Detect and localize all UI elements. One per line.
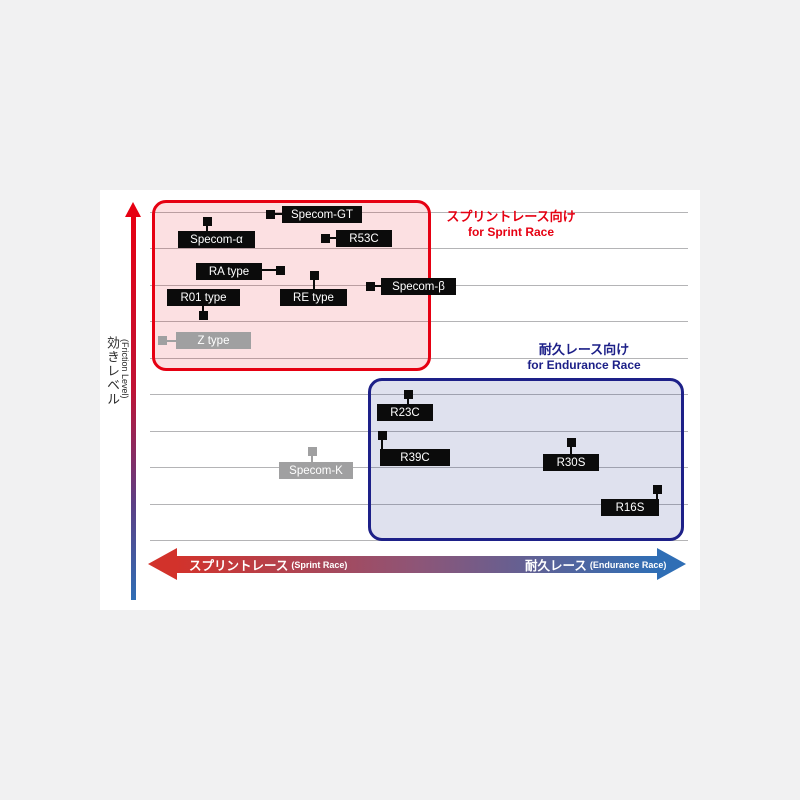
sprint-caption-en: for Sprint Race — [467, 225, 554, 239]
x-axis-sprint-label: スプリントレース (Sprint Race) — [189, 556, 347, 573]
friction-level-arrow-head-icon — [125, 202, 141, 217]
product-label-r16s: R16S — [601, 499, 659, 516]
position-marker — [158, 336, 167, 345]
product-label-re-type: RE type — [280, 289, 347, 306]
gridline — [150, 248, 688, 249]
y-axis-label-en: (Friction Level) — [120, 339, 130, 399]
product-label-specom-: Specom-β — [381, 278, 456, 295]
position-marker — [276, 266, 285, 275]
connector-line — [375, 285, 381, 287]
gridline — [150, 467, 688, 468]
x-axis-endurance-label-en: (Endurance Race) — [589, 559, 667, 570]
position-marker — [310, 271, 319, 280]
connector-line — [656, 494, 658, 499]
position-marker — [199, 311, 208, 320]
product-label-ra-type: RA type — [196, 263, 262, 280]
position-marker — [567, 438, 576, 447]
product-label-r01-type: R01 type — [167, 289, 240, 306]
connector-line — [330, 237, 336, 239]
gridline — [150, 431, 688, 432]
endurance-region-caption: 耐久レース向け for Endurance Race — [495, 342, 673, 373]
position-marker — [321, 234, 330, 243]
connector-line — [202, 306, 204, 311]
endurance-caption-en: for Endurance Race — [527, 358, 641, 372]
x-axis-endurance-label: 耐久レース (Endurance Race) — [525, 556, 666, 573]
position-marker — [266, 210, 275, 219]
product-label-specom-k: Specom-K — [279, 462, 353, 479]
product-label-z-type: Z type — [176, 332, 251, 349]
sprint-caption-jp: スプリントレース向け — [446, 209, 576, 224]
x-axis-endurance-label-jp: 耐久レース — [525, 559, 587, 573]
connector-line — [262, 269, 276, 271]
product-label-r53c: R53C — [336, 230, 392, 247]
position-marker — [203, 217, 212, 226]
position-marker — [378, 431, 387, 440]
connector-line — [570, 447, 572, 454]
connector-line — [311, 456, 313, 462]
connector-line — [206, 226, 208, 231]
gridline — [150, 504, 688, 505]
race-spectrum-arrow — [176, 556, 657, 573]
endurance-caption-jp: 耐久レース向け — [538, 342, 630, 357]
gridline — [150, 321, 688, 322]
x-axis-sprint-label-en: (Sprint Race) — [291, 559, 348, 570]
position-marker — [366, 282, 375, 291]
connector-line — [381, 440, 383, 449]
position-marker — [308, 447, 317, 456]
product-label-r23c: R23C — [377, 404, 433, 421]
connector-line — [275, 213, 282, 215]
endurance-arrowhead-icon — [657, 548, 686, 580]
connector-line — [407, 399, 409, 404]
product-label-specom-: Specom-α — [178, 231, 255, 248]
gridline — [150, 394, 688, 395]
connector-line — [167, 340, 176, 342]
sprint-region-caption: スプリントレース向け for Sprint Race — [433, 209, 589, 240]
connector-line — [313, 280, 315, 289]
friction-level-arrow — [131, 216, 136, 600]
product-label-r39c: R39C — [380, 449, 450, 466]
y-axis-label-jp: 効きレベル — [105, 336, 120, 406]
product-label-r30s: R30S — [543, 454, 599, 471]
x-axis-sprint-label-jp: スプリントレース — [189, 559, 289, 573]
sprint-arrowhead-icon — [148, 548, 177, 580]
position-marker — [404, 390, 413, 399]
position-marker — [653, 485, 662, 494]
product-label-specom-gt: Specom-GT — [282, 206, 362, 223]
